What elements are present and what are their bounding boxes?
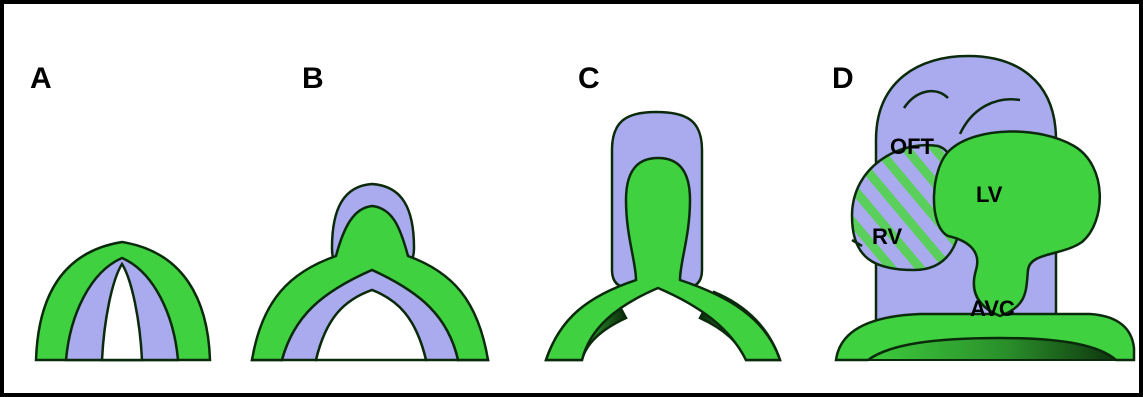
heart-development-diagram: A B C D OFT LV R — [4, 4, 1139, 393]
label-avc: AVC — [970, 296, 1015, 321]
panel-d: D OFT LV RV AVC — [832, 56, 1134, 360]
panel-a: A — [30, 62, 210, 360]
panel-c: C — [546, 62, 780, 360]
panel-b: B — [252, 62, 488, 360]
panel-c-myocardium — [546, 158, 780, 360]
panel-d-letter: D — [832, 62, 854, 95]
panel-b-letter: B — [302, 62, 324, 95]
label-rv: RV — [872, 224, 902, 249]
label-oft: OFT — [890, 134, 935, 159]
label-lv: LV — [976, 182, 1003, 207]
panel-c-letter: C — [578, 62, 600, 95]
panel-a-letter: A — [30, 62, 52, 95]
